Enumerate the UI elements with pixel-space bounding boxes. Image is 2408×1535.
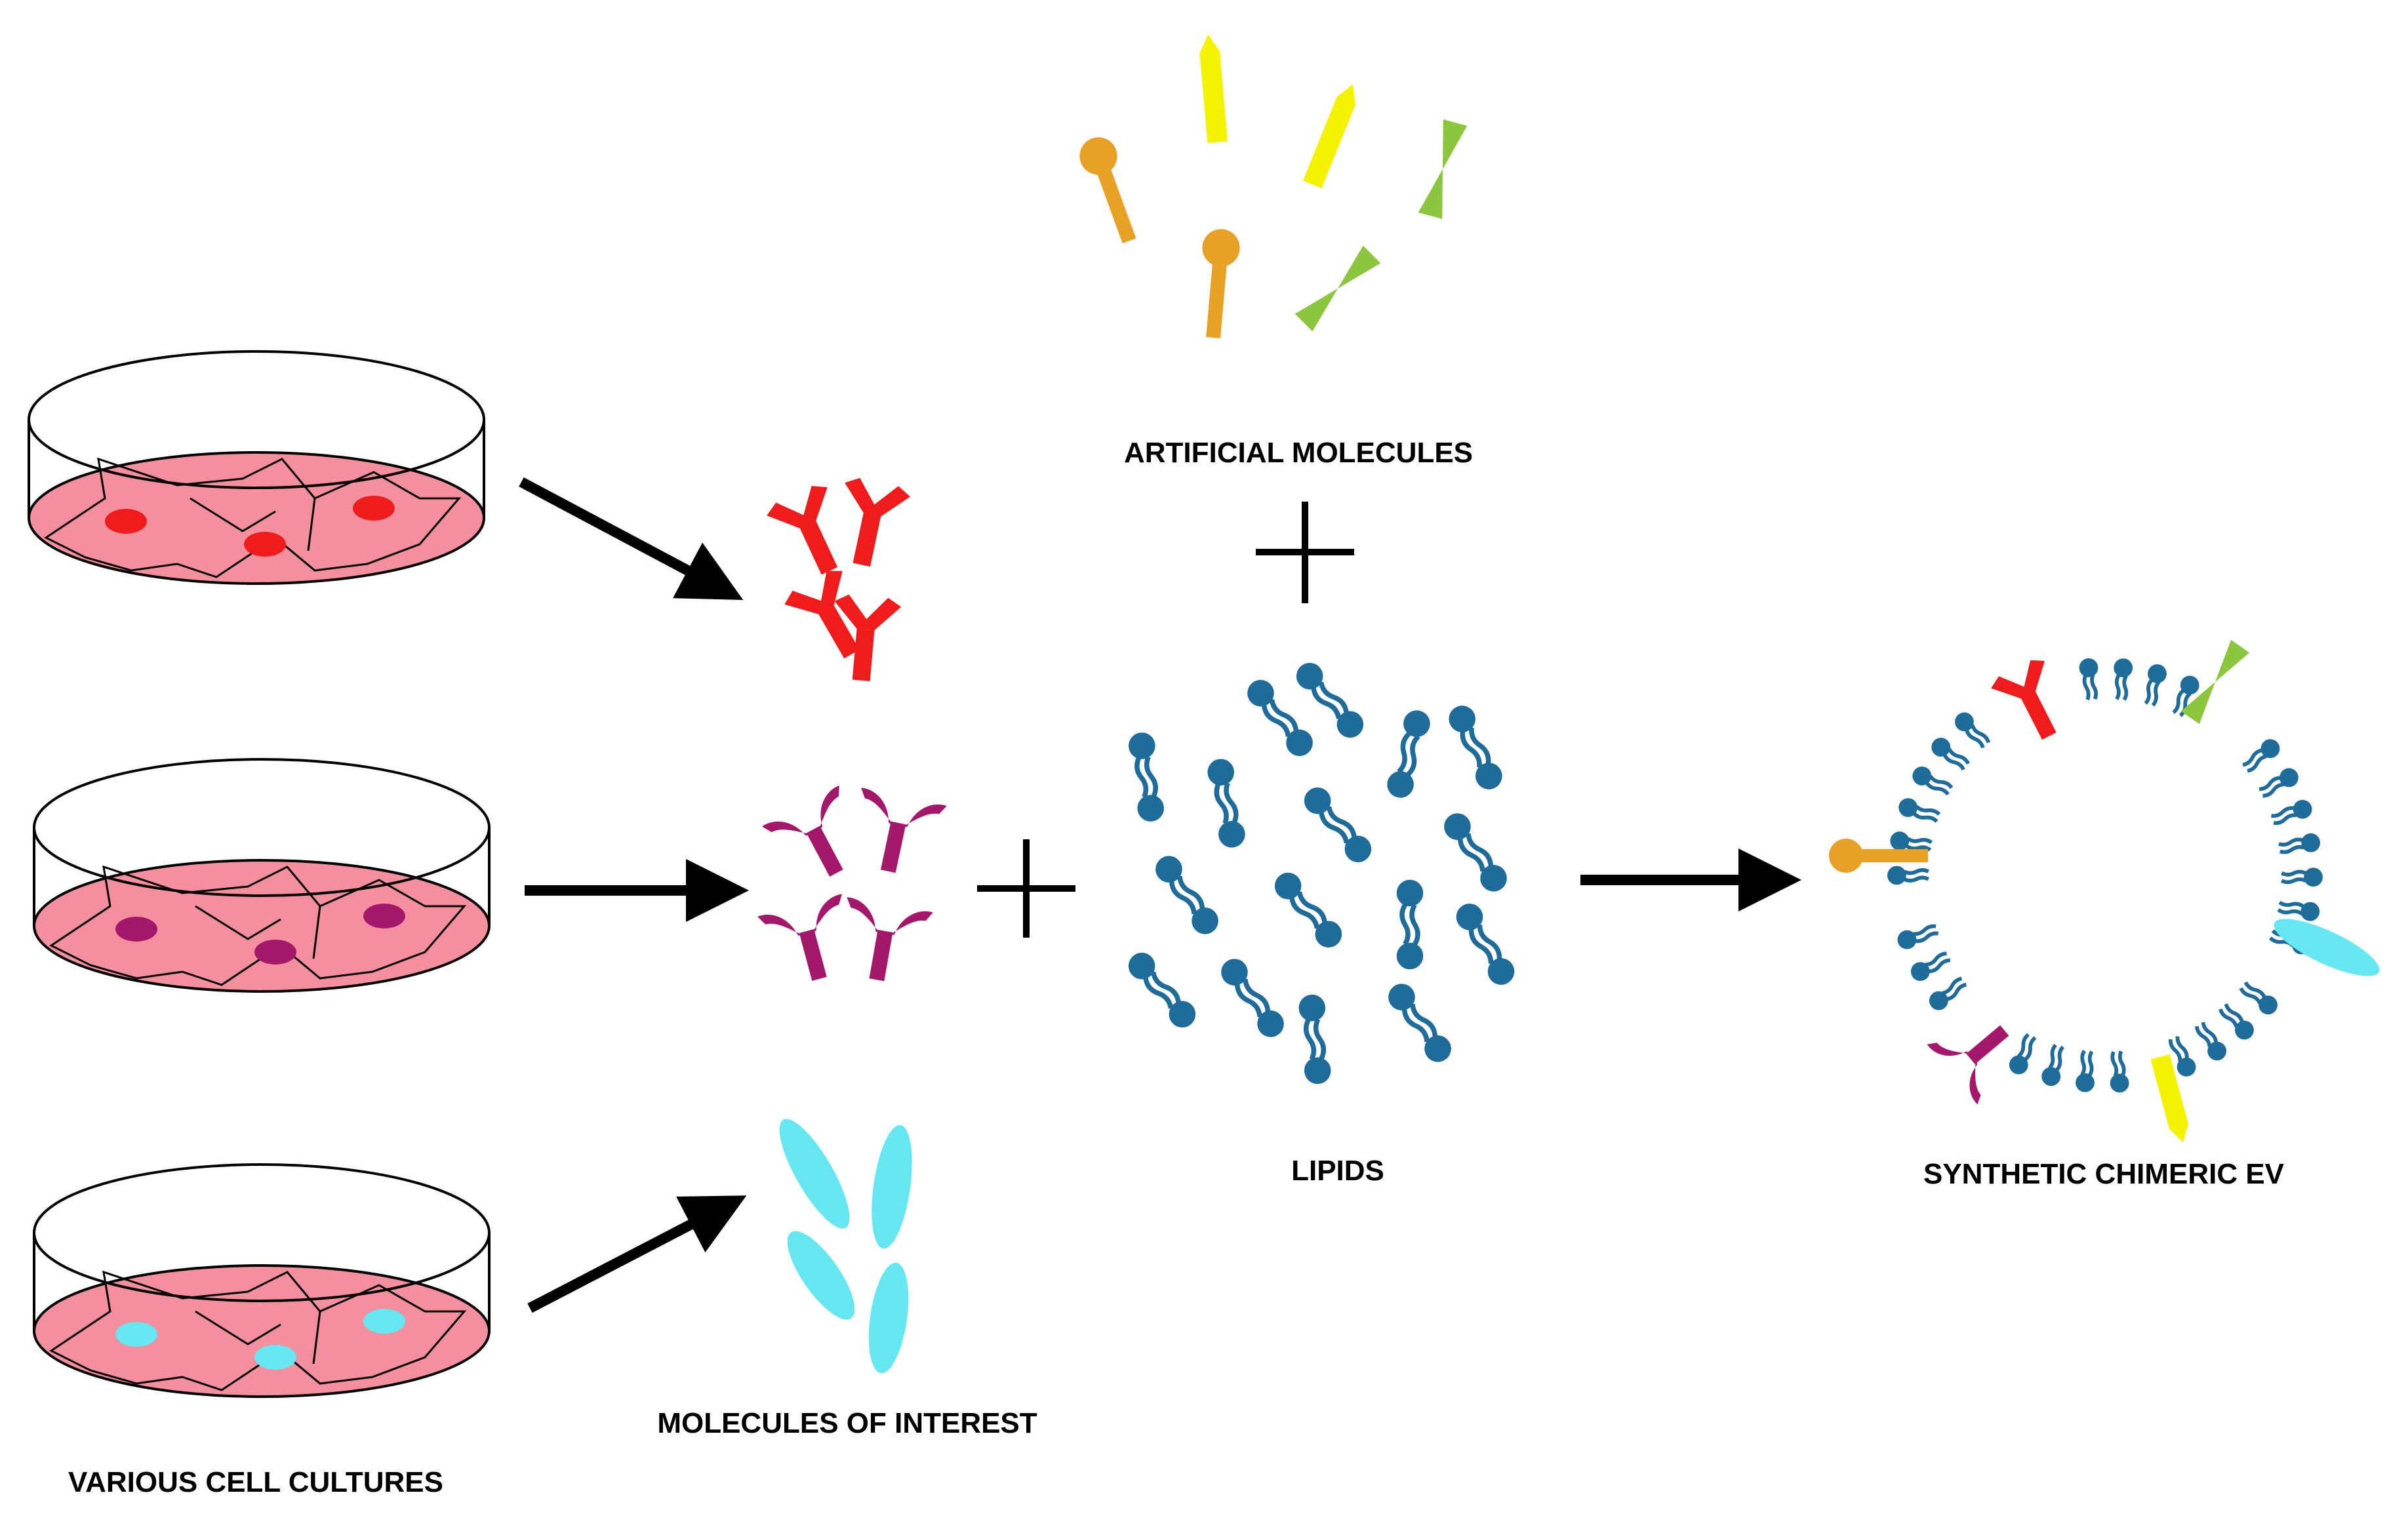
label-synthetic-chimeric-ev: SYNTHETIC CHIMERIC EV <box>1923 1158 2285 1190</box>
vesicle-lipid <box>1896 921 1940 951</box>
dish-purple <box>33 758 491 993</box>
artificial-molecules <box>1074 33 1468 340</box>
label-various-cell-cultures: VARIOUS CELL CULTURES <box>68 1466 443 1498</box>
label-molecules-of-interest: MOLECULES OF INTEREST <box>657 1407 1037 1439</box>
vesicle-lipid <box>1928 734 1971 774</box>
vesicle-lipid <box>2079 658 2100 700</box>
cell-nucleus <box>254 940 296 965</box>
vesicle-lipid <box>2140 663 2168 707</box>
vesicle-lipid <box>2040 1044 2068 1088</box>
vesicle-lipid <box>2217 1001 2257 1043</box>
vesicle-lipid <box>1952 709 1992 751</box>
plus-icon <box>1256 502 1354 603</box>
culture-medium <box>33 859 491 993</box>
dish-rim <box>33 1163 491 1302</box>
arrow-cyan-dish <box>527 1195 747 1313</box>
dish-rim <box>33 758 491 897</box>
cell-outlines <box>49 865 467 986</box>
ev-inserted-molecules <box>1829 639 2380 1143</box>
dish-cyan <box>33 1163 491 1398</box>
cell-outlines <box>49 1270 467 1391</box>
cell-nucleus <box>363 904 405 928</box>
vesicle-lipid <box>2270 798 2314 828</box>
arrow-red-dish <box>519 477 744 601</box>
lipid-molecules <box>1124 658 1519 1085</box>
vesicle-lipid <box>1896 796 1941 826</box>
cell-nucleus <box>244 532 286 557</box>
vesicle-lipid <box>1888 866 1929 885</box>
label-lipids: LIPIDS <box>1291 1155 1384 1187</box>
vesicle-lipid <box>2239 736 2283 775</box>
vesicle-lipid <box>2075 1050 2097 1092</box>
cell-nucleus <box>115 1322 157 1347</box>
culture-medium <box>28 451 485 585</box>
purple-receptors <box>757 785 947 991</box>
vesicle-lipid <box>2278 897 2321 922</box>
cell-nucleus <box>115 917 157 942</box>
vesicle-lipid <box>2237 978 2281 1018</box>
label-artificial-molecules: ARTIFICIAL MOLECULES <box>1124 437 1473 469</box>
cyan-molecules <box>779 1119 912 1374</box>
cell-nucleus <box>254 1345 296 1370</box>
vesicle-lipid <box>2281 868 2322 887</box>
cell-nucleus <box>353 496 395 521</box>
synthetic-ev-vesicle <box>1888 658 2323 1093</box>
cell-nucleus <box>105 509 147 534</box>
dish-rim <box>28 350 485 489</box>
vesicle-lipid <box>2108 1051 2129 1093</box>
cell-outlines <box>44 457 462 578</box>
vesicle-lipid <box>2257 765 2301 801</box>
vesicle-lipid <box>1910 764 1954 799</box>
culture-medium <box>33 1264 491 1398</box>
vesicle-lipid <box>2278 832 2321 856</box>
vesicle-lipid <box>2112 658 2133 700</box>
red-antibodies <box>763 475 912 684</box>
vesicle-lipid <box>1926 974 1969 1013</box>
vesicle-lipid <box>2192 1020 2230 1064</box>
plus-icon <box>977 839 1075 938</box>
vesicle-lipid <box>1908 949 1953 984</box>
cell-nucleus <box>363 1309 405 1334</box>
dish-red <box>28 350 485 585</box>
vesicle-lipid <box>2007 1032 2040 1077</box>
